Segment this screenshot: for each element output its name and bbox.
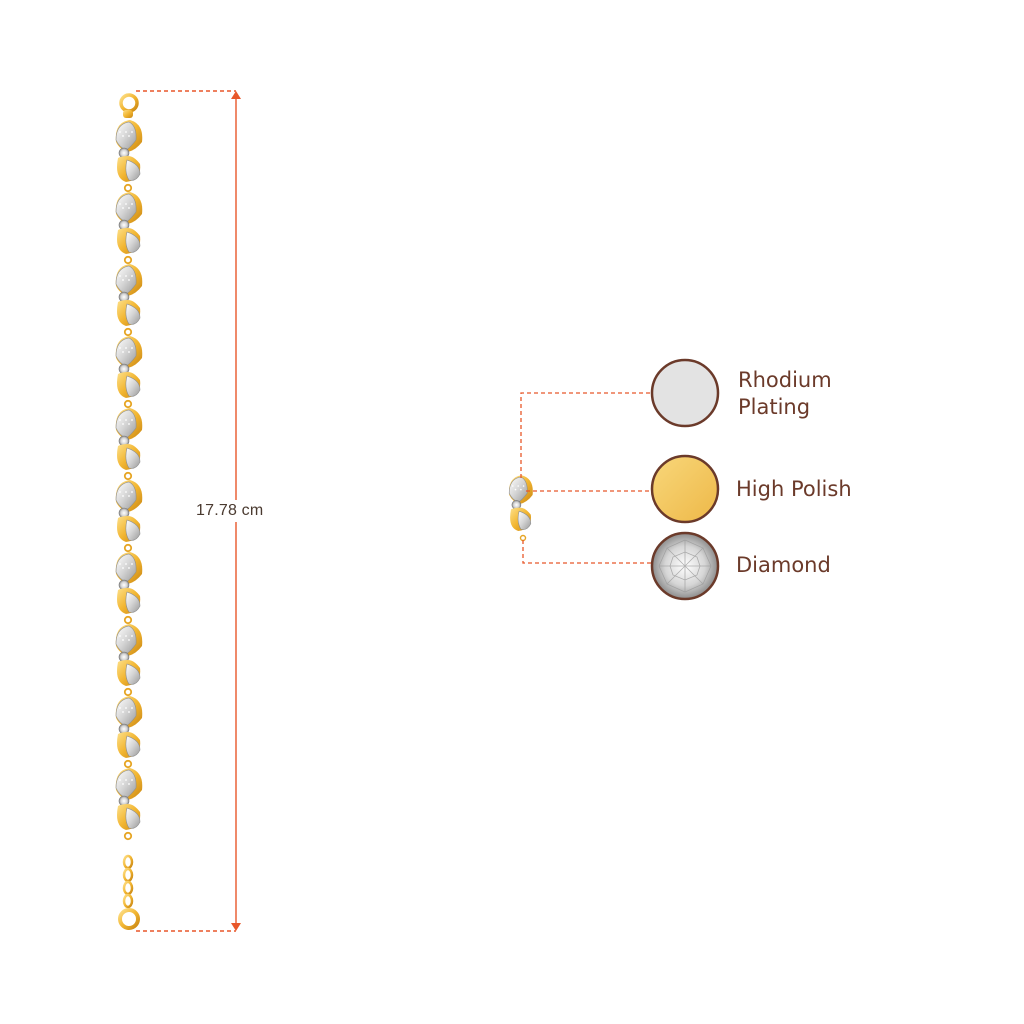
length-measurement-label: 17.78 cm (196, 500, 264, 522)
legend-leader-lines (520, 392, 651, 564)
diamond-label: Diamond (736, 553, 831, 577)
leader-line-rhodium (520, 392, 651, 478)
rhodium-plating-swatch (650, 358, 720, 428)
high-polish-label: High Polish (736, 477, 852, 501)
measure-arrow-top (231, 91, 241, 99)
high-polish-swatch (650, 454, 720, 524)
bracelet-link-detail (508, 475, 533, 542)
bracelet-image (115, 93, 143, 930)
leader-line-diamond (522, 540, 651, 564)
measure-arrow-bottom (231, 923, 241, 931)
diamond-swatch (650, 531, 720, 601)
rhodium-plating-label: Rhodium Plating (738, 368, 832, 419)
